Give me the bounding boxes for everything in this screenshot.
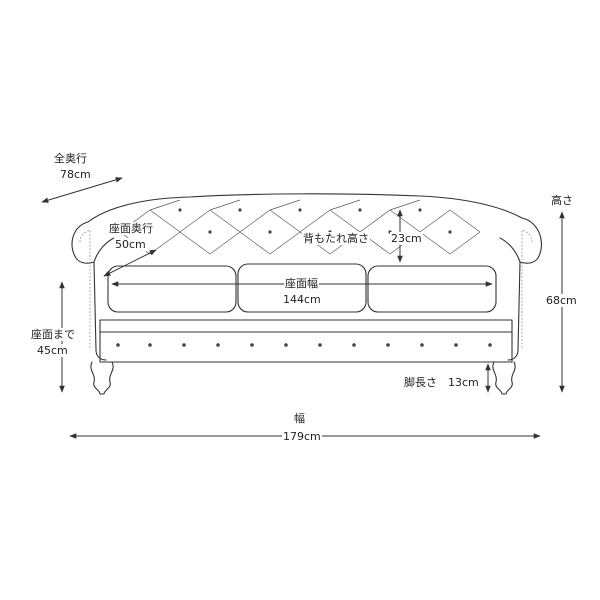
back-height-label: 背もたれ高さ xyxy=(302,232,370,245)
width-label: 幅 xyxy=(294,412,305,425)
total-depth-label: 全奥行 xyxy=(54,152,87,165)
height-label: 高さ xyxy=(551,194,573,207)
seat-width-value: 144cm xyxy=(282,293,322,306)
total-depth-value: 78cm xyxy=(60,168,91,181)
sofa-left-arm xyxy=(71,221,107,361)
seat-depth-label: 座面奥行 xyxy=(108,222,154,235)
leg-length-label: 脚長さ xyxy=(404,376,437,389)
seat-depth-value: 50cm xyxy=(114,238,147,251)
sofa-leg-left xyxy=(90,361,114,395)
sofa-cushion-right xyxy=(367,265,497,313)
seat-width-label: 座面幅 xyxy=(284,277,319,290)
leg-length-value: 13cm xyxy=(448,376,479,389)
sofa-right-arm xyxy=(507,217,542,361)
height-value: 68cm xyxy=(545,294,578,307)
sofa-backrest xyxy=(87,193,523,223)
total-depth-arrow xyxy=(41,177,123,203)
width-value: 179cm xyxy=(282,430,322,443)
sofa-drawing xyxy=(71,193,542,395)
sofa-leg-right xyxy=(492,361,516,395)
sofa-tufting xyxy=(119,199,481,255)
seat-depth-arrow xyxy=(103,249,157,277)
seat-height-label: 座面まで xyxy=(30,328,76,341)
sofa-cushion-center xyxy=(237,263,367,313)
back-height-value: 23cm xyxy=(390,232,423,245)
sofa-seat-base xyxy=(99,319,513,363)
seat-height-value: 45cm xyxy=(36,344,69,357)
dimension-arrows xyxy=(41,177,565,439)
sofa-cushion-left xyxy=(107,265,237,313)
